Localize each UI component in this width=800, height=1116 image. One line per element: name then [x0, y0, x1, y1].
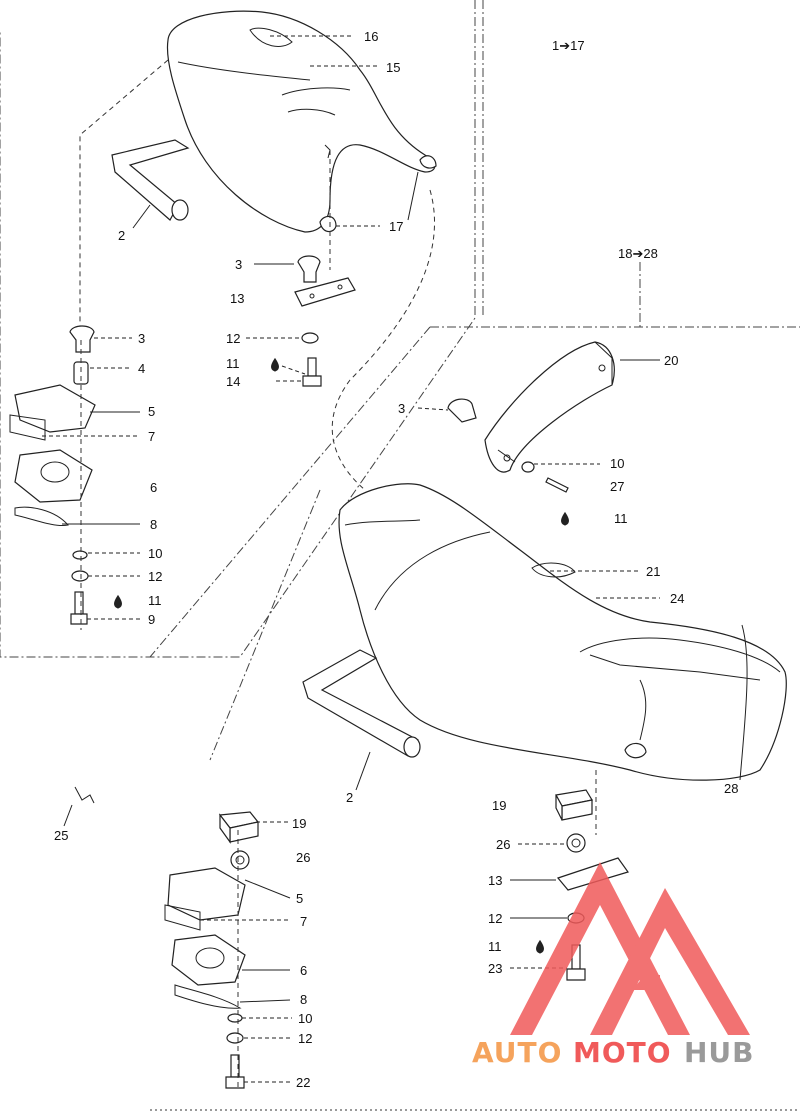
- callout-22: 22: [296, 1075, 310, 1090]
- bracket-13-top: [294, 277, 356, 307]
- callout-23: 23: [488, 961, 502, 976]
- callout-12-right: 12: [488, 911, 502, 926]
- callout-14: 14: [226, 374, 240, 389]
- callout-2-top: 2: [118, 228, 125, 243]
- callout-10-right: 10: [610, 456, 624, 471]
- callout-13-right: 13: [488, 873, 502, 888]
- watermark-moto: MOTO: [573, 1036, 672, 1069]
- washer-12-top: [301, 332, 319, 344]
- callout-9: 9: [148, 612, 155, 627]
- callout-10-center: 10: [298, 1011, 312, 1026]
- callout-2-bottom: 2: [346, 790, 353, 805]
- callout-21: 21: [646, 564, 660, 579]
- group-label-18-28: 18➔28: [618, 246, 658, 261]
- callout-10-left: 10: [148, 546, 162, 561]
- callout-7-left: 7: [148, 429, 155, 444]
- callout-16: 16: [364, 29, 378, 44]
- knob-3-top: [297, 255, 321, 283]
- callout-12-center: 12: [298, 1031, 312, 1046]
- callout-8-center: 8: [300, 992, 307, 1007]
- allen-key-2-bottom: [302, 649, 421, 758]
- left-hardware-stack: [9, 325, 96, 625]
- connector-line: [331, 189, 435, 491]
- callout-3-right: 3: [398, 401, 405, 416]
- screw-27: [545, 477, 569, 493]
- callouts: 16 15 17 2 3 13 3 4 5 7 6 8 10 12 11 9 1…: [54, 29, 738, 1090]
- right-hardware-stack: [555, 789, 629, 981]
- callout-27: 27: [610, 479, 624, 494]
- callout-28: 28: [724, 781, 738, 796]
- callout-7-center: 7: [300, 914, 307, 929]
- callout-4: 4: [138, 361, 145, 376]
- tool-25: [74, 786, 95, 804]
- bolt-14: [302, 357, 322, 387]
- callout-12-left: 12: [148, 569, 162, 584]
- callout-6-center: 6: [300, 963, 307, 978]
- oil-drop-icon: [561, 511, 569, 526]
- connector-line-left: [79, 59, 169, 330]
- watermark-hub: HUB: [684, 1036, 755, 1069]
- main-seat-24: [338, 483, 787, 781]
- callout-19-right: 19: [492, 798, 506, 813]
- washer-10-right: [521, 461, 535, 473]
- callout-13-top: 13: [230, 291, 244, 306]
- callout-15: 15: [386, 60, 400, 75]
- callout-19-center: 19: [292, 816, 306, 831]
- watermark-auto: AUTO: [472, 1036, 562, 1069]
- callout-6-left: 6: [150, 480, 157, 495]
- grab-handle-20: [484, 341, 615, 473]
- leader-lines: [42, 35, 748, 1083]
- oil-drop-icon: [271, 357, 279, 372]
- callout-24: 24: [670, 591, 684, 606]
- callout-26-right: 26: [496, 837, 510, 852]
- watermark-text: AUTO MOTO HUB: [472, 1036, 755, 1069]
- callout-3-left: 3: [138, 331, 145, 346]
- allen-key-2-top: [111, 139, 190, 221]
- oil-drop-icon: [114, 594, 122, 609]
- callout-3-top: 3: [235, 257, 242, 272]
- watermark-logo: [510, 862, 750, 1035]
- callout-8-left: 8: [150, 517, 157, 532]
- callout-17: 17: [389, 219, 403, 234]
- callout-12-top: 12: [226, 331, 240, 346]
- rear-seat-15: [166, 10, 437, 233]
- oil-drop-icon: [536, 939, 544, 954]
- callout-11-right: 11: [614, 511, 628, 526]
- callout-20: 20: [664, 353, 678, 368]
- group-label-1-17: 1➔17: [552, 38, 585, 53]
- callout-11-bottom: 11: [488, 939, 502, 954]
- callout-11-left: 11: [148, 593, 162, 608]
- callout-26-center: 26: [296, 850, 310, 865]
- center-hardware-stack: [164, 811, 260, 1089]
- knob-3-right: [447, 398, 477, 423]
- callout-5-left: 5: [148, 404, 155, 419]
- callout-5-center: 5: [296, 891, 303, 906]
- callout-11-top: 11: [226, 356, 240, 371]
- callout-25: 25: [54, 828, 68, 843]
